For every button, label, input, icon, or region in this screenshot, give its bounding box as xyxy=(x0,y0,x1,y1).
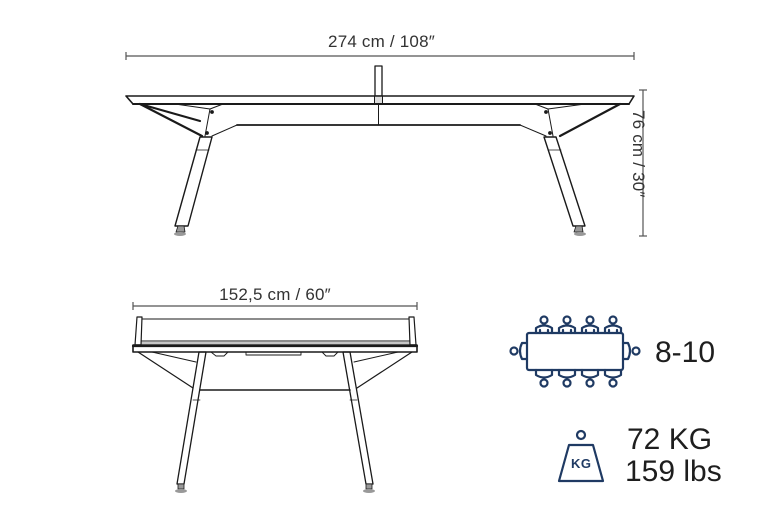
people-around-table-icon xyxy=(509,315,641,388)
width-dimension-label: 152,5 cm / 60″ xyxy=(219,285,331,304)
length-dimension-label: 274 cm / 108″ xyxy=(328,32,435,51)
right-leg xyxy=(543,136,586,227)
left-leg xyxy=(174,136,213,227)
weight-icon-text: KG xyxy=(571,456,592,471)
width-dimension-line xyxy=(132,302,418,310)
end-view-drawing xyxy=(131,316,419,493)
height-dimension-label: 76 cm / 30″ xyxy=(629,110,648,198)
net-post xyxy=(374,65,383,97)
length-dimension-line xyxy=(125,52,635,60)
height-dimension-line xyxy=(639,89,647,237)
weight-kg-value: 72 KG xyxy=(627,423,713,456)
weight-lbs-value: 159 lbs xyxy=(625,455,722,488)
capacity-value: 8-10 xyxy=(655,336,716,369)
kg-weight-icon xyxy=(557,429,605,483)
